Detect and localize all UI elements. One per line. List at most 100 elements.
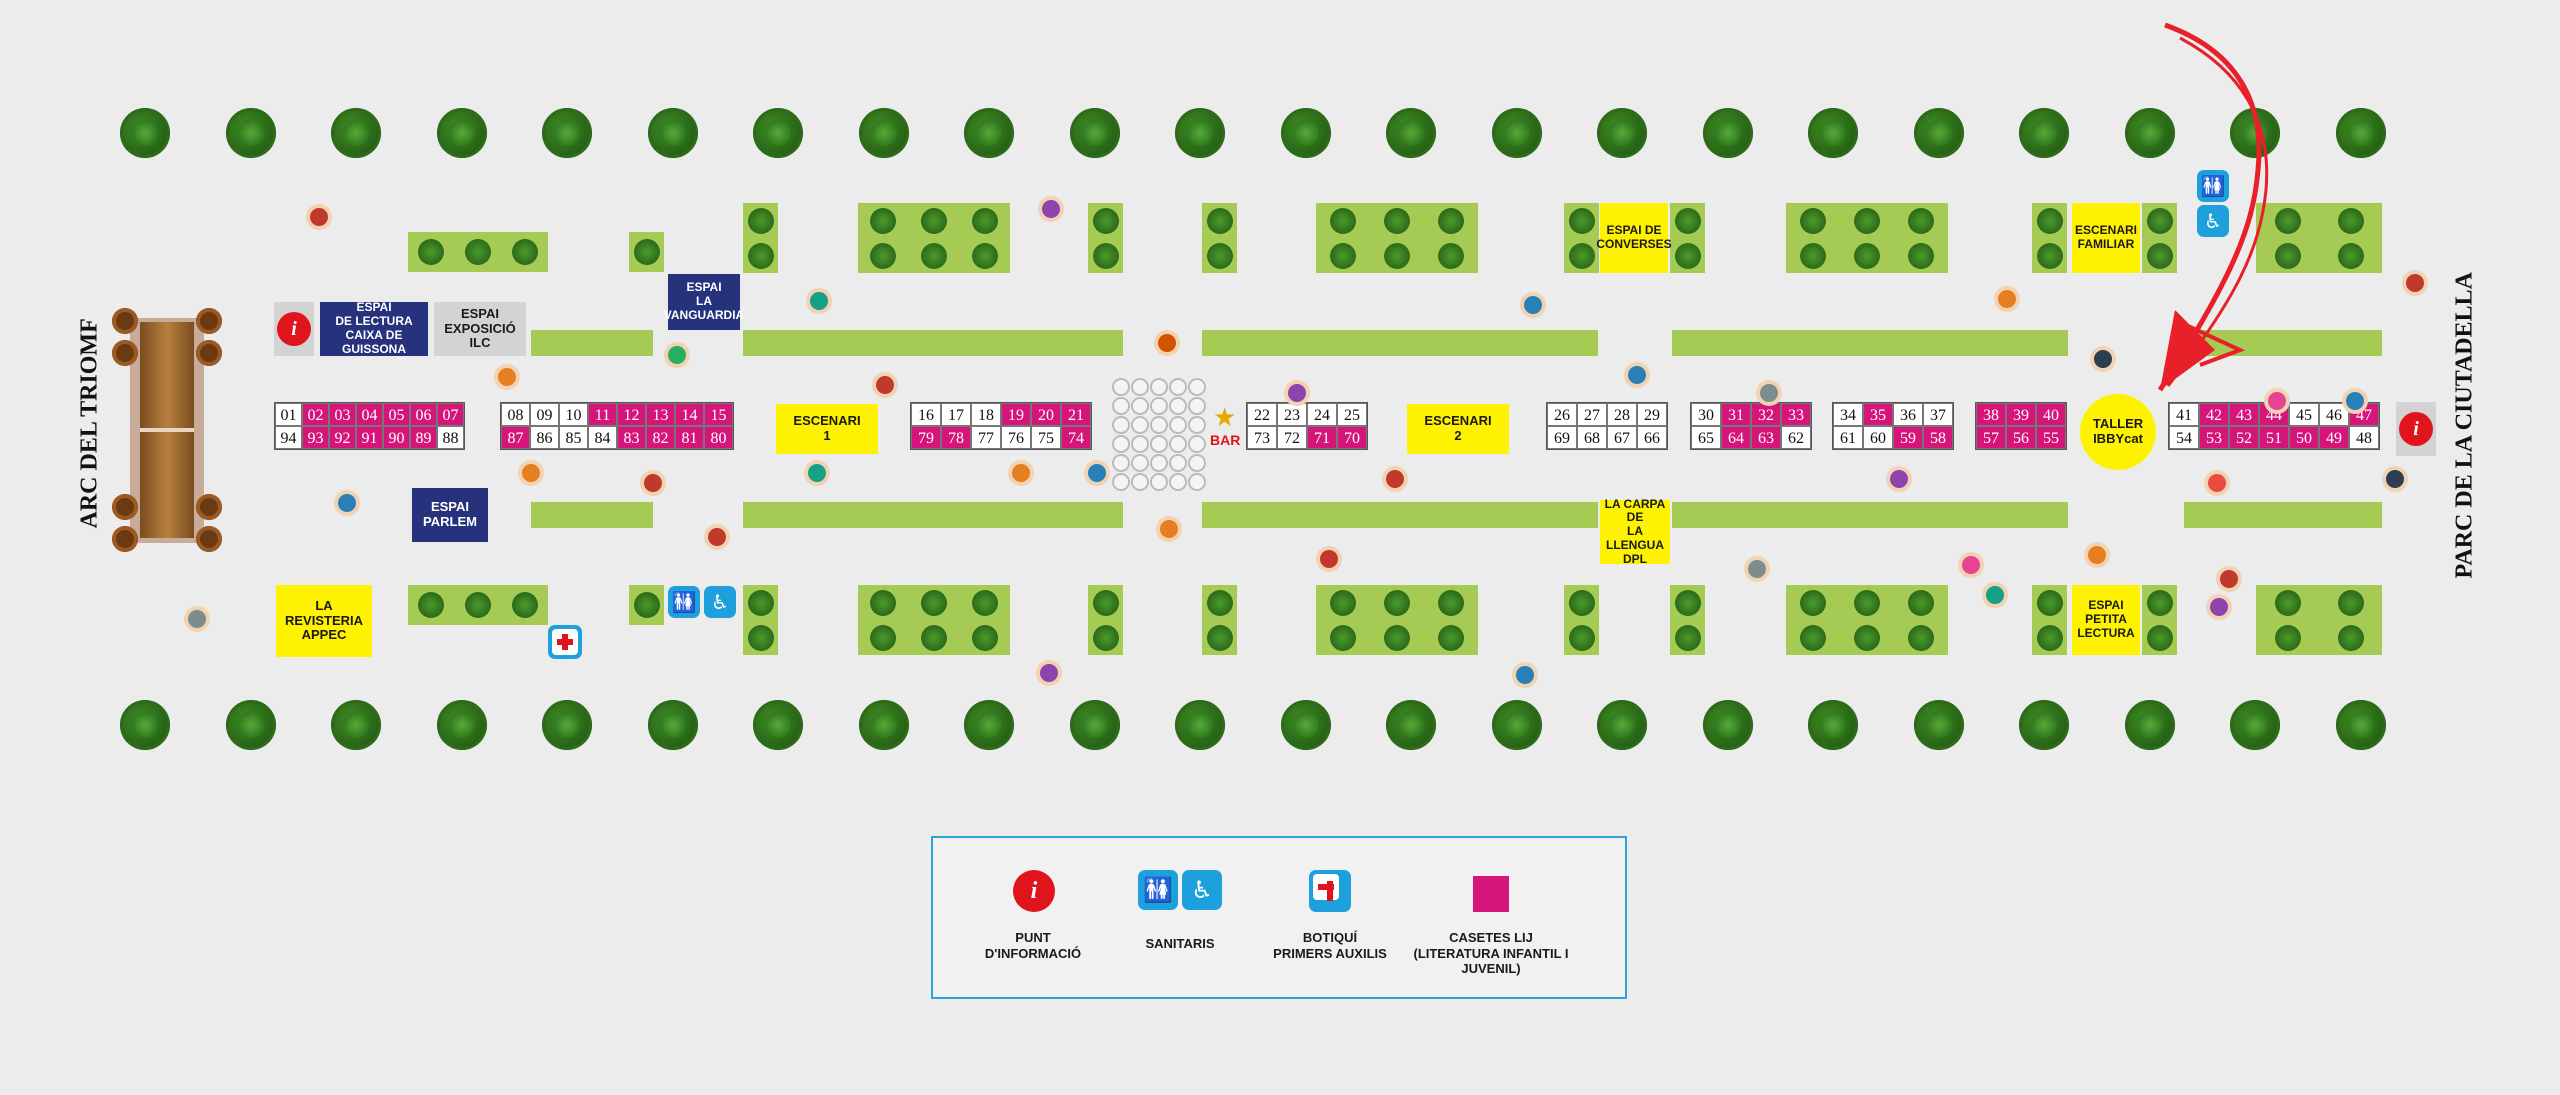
stall-49[interactable]: 49 xyxy=(2319,426,2349,449)
stall-52[interactable]: 52 xyxy=(2229,426,2259,449)
stall-78[interactable]: 78 xyxy=(941,426,971,449)
stall-38[interactable]: 38 xyxy=(1976,403,2006,426)
stall-36[interactable]: 36 xyxy=(1893,403,1923,426)
stall-62[interactable]: 62 xyxy=(1781,426,1811,449)
stall-53[interactable]: 53 xyxy=(2199,426,2229,449)
stall-20[interactable]: 20 xyxy=(1031,403,1061,426)
stall-29[interactable]: 29 xyxy=(1637,403,1667,426)
stall-12[interactable]: 12 xyxy=(617,403,646,426)
stall-02[interactable]: 02 xyxy=(302,403,329,426)
escenari-1[interactable]: ESCENARI 1 xyxy=(776,404,878,454)
stall-32[interactable]: 32 xyxy=(1751,403,1781,426)
stall-55[interactable]: 55 xyxy=(2036,426,2066,449)
stall-83[interactable]: 83 xyxy=(617,426,646,449)
stall-73[interactable]: 73 xyxy=(1247,426,1277,449)
stall-86[interactable]: 86 xyxy=(530,426,559,449)
stall-24[interactable]: 24 xyxy=(1307,403,1337,426)
stall-76[interactable]: 76 xyxy=(1001,426,1031,449)
stall-21[interactable]: 21 xyxy=(1061,403,1091,426)
la-revisteria[interactable]: LA REVISTERIA APPEC xyxy=(276,585,372,657)
stall-84[interactable]: 84 xyxy=(588,426,617,449)
stall-66[interactable]: 66 xyxy=(1637,426,1667,449)
escenari-2[interactable]: ESCENARI 2 xyxy=(1407,404,1509,454)
stall-92[interactable]: 92 xyxy=(329,426,356,449)
stall-33[interactable]: 33 xyxy=(1781,403,1811,426)
stall-75[interactable]: 75 xyxy=(1031,426,1061,449)
stall-11[interactable]: 11 xyxy=(588,403,617,426)
toilet-icon[interactable]: 🚻 xyxy=(668,586,700,618)
stall-74[interactable]: 74 xyxy=(1061,426,1091,449)
accessible-toilet-icon[interactable]: ♿ xyxy=(704,586,736,618)
stall-72[interactable]: 72 xyxy=(1277,426,1307,449)
stall-40[interactable]: 40 xyxy=(2036,403,2066,426)
stall-13[interactable]: 13 xyxy=(646,403,675,426)
stall-94[interactable]: 94 xyxy=(275,426,302,449)
escenari-familiar[interactable]: ESCENARI FAMILIAR xyxy=(2072,203,2140,273)
stall-03[interactable]: 03 xyxy=(329,403,356,426)
stall-81[interactable]: 81 xyxy=(675,426,704,449)
stall-43[interactable]: 43 xyxy=(2229,403,2259,426)
stall-91[interactable]: 91 xyxy=(356,426,383,449)
espai-vanguardia[interactable]: ESPAI LA VANGUARDIA xyxy=(664,274,744,330)
stall-59[interactable]: 59 xyxy=(1893,426,1923,449)
espai-lectura[interactable]: ESPAI DE LECTURA CAIXA DE GUISSONA xyxy=(320,301,428,356)
taller-ibbycat[interactable]: TALLER IBBYcat xyxy=(2080,394,2156,470)
info-point-icon[interactable]: i xyxy=(2399,412,2433,446)
stall-35[interactable]: 35 xyxy=(1863,403,1893,426)
stall-50[interactable]: 50 xyxy=(2289,426,2319,449)
espai-exposicio[interactable]: ESPAI EXPOSICIÓ ILC xyxy=(434,302,526,356)
stall-64[interactable]: 64 xyxy=(1721,426,1751,449)
toilet-icon[interactable]: 🚻 xyxy=(2197,170,2229,202)
stall-63[interactable]: 63 xyxy=(1751,426,1781,449)
accessible-toilet-icon[interactable]: ♿ xyxy=(2197,205,2229,237)
stall-09[interactable]: 09 xyxy=(530,403,559,426)
stall-41[interactable]: 41 xyxy=(2169,403,2199,426)
stall-19[interactable]: 19 xyxy=(1001,403,1031,426)
stall-37[interactable]: 37 xyxy=(1923,403,1953,426)
stall-22[interactable]: 22 xyxy=(1247,403,1277,426)
espai-converses[interactable]: ESPAI DE CONVERSES xyxy=(1596,203,1672,273)
stall-42[interactable]: 42 xyxy=(2199,403,2229,426)
stall-16[interactable]: 16 xyxy=(911,403,941,426)
stall-28[interactable]: 28 xyxy=(1607,403,1637,426)
stall-48[interactable]: 48 xyxy=(2349,426,2379,449)
stall-93[interactable]: 93 xyxy=(302,426,329,449)
stall-57[interactable]: 57 xyxy=(1976,426,2006,449)
stall-46[interactable]: 46 xyxy=(2319,403,2349,426)
stall-71[interactable]: 71 xyxy=(1307,426,1337,449)
first-aid-icon[interactable] xyxy=(548,625,582,659)
info-point-icon[interactable]: i xyxy=(277,312,311,346)
stall-04[interactable]: 04 xyxy=(356,403,383,426)
stall-80[interactable]: 80 xyxy=(704,426,733,449)
stall-07[interactable]: 07 xyxy=(437,403,464,426)
stall-69[interactable]: 69 xyxy=(1547,426,1577,449)
stall-30[interactable]: 30 xyxy=(1691,403,1721,426)
stall-10[interactable]: 10 xyxy=(559,403,588,426)
stall-18[interactable]: 18 xyxy=(971,403,1001,426)
stall-82[interactable]: 82 xyxy=(646,426,675,449)
stall-87[interactable]: 87 xyxy=(501,426,530,449)
stall-58[interactable]: 58 xyxy=(1923,426,1953,449)
stall-70[interactable]: 70 xyxy=(1337,426,1367,449)
espai-parlem[interactable]: ESPAI PARLEM xyxy=(412,488,488,542)
stall-01[interactable]: 01 xyxy=(275,403,302,426)
stall-34[interactable]: 34 xyxy=(1833,403,1863,426)
stall-79[interactable]: 79 xyxy=(911,426,941,449)
stall-90[interactable]: 90 xyxy=(383,426,410,449)
espai-petita-lectura[interactable]: ESPAI PETITA LECTURA xyxy=(2072,585,2140,655)
stall-67[interactable]: 67 xyxy=(1607,426,1637,449)
stall-27[interactable]: 27 xyxy=(1577,403,1607,426)
stall-05[interactable]: 05 xyxy=(383,403,410,426)
stall-15[interactable]: 15 xyxy=(704,403,733,426)
stall-51[interactable]: 51 xyxy=(2259,426,2289,449)
stall-31[interactable]: 31 xyxy=(1721,403,1751,426)
stall-89[interactable]: 89 xyxy=(410,426,437,449)
stall-26[interactable]: 26 xyxy=(1547,403,1577,426)
stall-61[interactable]: 61 xyxy=(1833,426,1863,449)
stall-17[interactable]: 17 xyxy=(941,403,971,426)
stall-08[interactable]: 08 xyxy=(501,403,530,426)
stall-77[interactable]: 77 xyxy=(971,426,1001,449)
stall-56[interactable]: 56 xyxy=(2006,426,2036,449)
stall-54[interactable]: 54 xyxy=(2169,426,2199,449)
stall-68[interactable]: 68 xyxy=(1577,426,1607,449)
